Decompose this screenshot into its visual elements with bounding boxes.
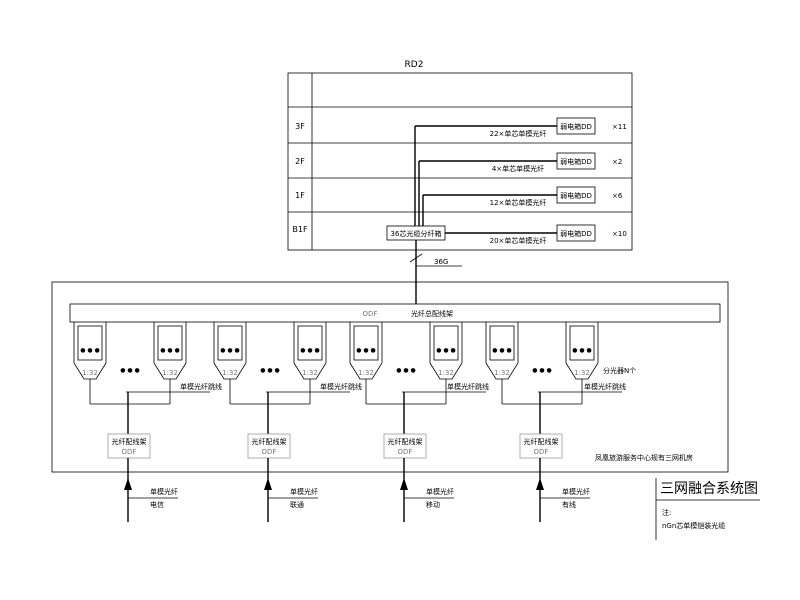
odf-unit-3: 光纤配线架 ODF 单模光纤 移动 (383, 433, 454, 522)
machine-room-frame (51, 281, 729, 473)
svg-text:1:32: 1:32 (574, 369, 590, 377)
dd-box-2f (556, 152, 596, 170)
svg-text:电信: 电信 (150, 500, 164, 509)
svg-text:● ● ●: ● ● ● (80, 347, 100, 354)
dd-count-2f: ×2 (612, 158, 622, 166)
svg-text:ODF: ODF (262, 448, 277, 456)
svg-text:有线: 有线 (562, 500, 576, 509)
odf-unit-2: 光纤配线架 ODF 单模光纤 联通 (247, 433, 318, 522)
svg-text:ODF: ODF (122, 448, 137, 456)
fiber-label-b1f: 20×单芯单模光纤 (490, 236, 547, 245)
fiber-splitter-label: 36芯光缆分纤箱 (391, 229, 442, 238)
svg-text:光纤配线架: 光纤配线架 (524, 437, 559, 446)
svg-text:1:32: 1:32 (358, 369, 374, 377)
splitter-group-4: ● ● ● 1:32 ● ● ● 1:32 ● ● ● 单模光纤跳线 (485, 322, 626, 434)
svg-text:● ● ●: ● ● ● (160, 347, 180, 354)
dd-box-3f (556, 117, 596, 135)
fiber-label-3f: 22×单芯单模光纤 (490, 129, 547, 138)
splitter-count-note: 分光器N个 (603, 366, 636, 375)
svg-text:1:32: 1:32 (162, 369, 178, 377)
dd-count-3f: ×11 (612, 123, 627, 131)
svg-text:● ● ●: ● ● ● (120, 367, 140, 374)
splitter-group-3: ● ● ● 1:32 ● ● ● 1:32 ● ● ● 单模光纤跳线 (349, 322, 489, 434)
svg-text:单模光纤: 单模光纤 (562, 487, 590, 496)
main-odf-bar (69, 303, 721, 323)
building-frame (287, 72, 633, 251)
legend-note-label: 注: (662, 508, 671, 517)
svg-text:光纤配线架: 光纤配线架 (388, 437, 423, 446)
legend-title: 三网融合系统图 (660, 481, 758, 497)
svg-text:移动: 移动 (426, 500, 440, 509)
dd-count-b1f: ×10 (612, 230, 627, 238)
svg-text:光纤配线架: 光纤配线架 (112, 437, 147, 446)
svg-text:● ● ●: ● ● ● (492, 347, 512, 354)
svg-text:单模光纤跳线: 单模光纤跳线 (447, 382, 489, 391)
dd-count-1f: ×6 (612, 192, 623, 200)
svg-text:1:32: 1:32 (438, 369, 454, 377)
svg-text:光纤配线架: 光纤配线架 (252, 437, 287, 446)
svg-text:● ● ●: ● ● ● (572, 347, 592, 354)
svg-text:● ● ●: ● ● ● (532, 367, 552, 374)
dd-box-1f-label: 弱电箱DD (560, 191, 592, 200)
trunk-cable-label: 36G (434, 258, 448, 266)
dd-box-3f-label: 弱电箱DD (560, 122, 592, 131)
floor-label-2f: 2F (295, 157, 305, 166)
floor-label-b1f: B1F (292, 225, 308, 234)
machine-room-name: 凤凰旅游服务中心规有三网机房 (595, 453, 693, 462)
main-odf-label: 光纤总配线架 (411, 309, 453, 318)
dd-box-2f-label: 弱电箱DD (560, 157, 592, 166)
dd-box-b1f-label: 弱电箱DD (560, 229, 592, 238)
fiber-label-2f: 4×单芯单模光纤 (492, 164, 544, 173)
svg-text:1:32: 1:32 (494, 369, 510, 377)
main-odf-code: ODF (363, 310, 378, 318)
svg-text:● ● ●: ● ● ● (396, 367, 416, 374)
svg-text:● ● ●: ● ● ● (436, 347, 456, 354)
svg-text:单模光纤跳线: 单模光纤跳线 (180, 382, 222, 391)
svg-text:单模光纤: 单模光纤 (290, 487, 318, 496)
dd-box-1f (556, 186, 596, 204)
floor-label-1f: 1F (295, 191, 305, 200)
splitter-group-2: ● ● ● 1:32 ● ● ● 1:32 ● ● ● 单模光纤跳线 (213, 322, 362, 434)
building-label: RD2 (405, 60, 424, 70)
floor-label-3f: 3F (295, 122, 305, 131)
svg-text:单模光纤: 单模光纤 (426, 487, 454, 496)
svg-text:● ● ●: ● ● ● (220, 347, 240, 354)
svg-text:● ● ●: ● ● ● (300, 347, 320, 354)
svg-text:ODF: ODF (534, 448, 549, 456)
odf-unit-4: 光纤配线架 ODF 单模光纤 有线 (519, 433, 590, 522)
svg-text:1:32: 1:32 (302, 369, 318, 377)
svg-text:单模光纤: 单模光纤 (150, 487, 178, 496)
splitter-group-1: ● ● ● 1:32 ● ● ● 1:32 ● ● ● 单模光纤跳线 (73, 322, 222, 434)
svg-text:单模光纤跳线: 单模光纤跳线 (320, 382, 362, 391)
svg-text:单模光纤跳线: 单模光纤跳线 (584, 382, 626, 391)
svg-text:1:32: 1:32 (82, 369, 98, 377)
odf-unit-1: 光纤配线架 ODF 单模光纤 电信 (107, 433, 178, 522)
svg-text:1:32: 1:32 (222, 369, 238, 377)
dd-box-b1f (556, 224, 596, 242)
legend-note-text: nGn芯单模铠装光缆 (662, 521, 725, 530)
svg-text:● ● ●: ● ● ● (356, 347, 376, 354)
svg-text:● ● ●: ● ● ● (260, 367, 280, 374)
svg-text:联通: 联通 (290, 500, 304, 509)
fiber-label-1f: 12×单芯单模光纤 (490, 198, 547, 207)
svg-text:ODF: ODF (398, 448, 413, 456)
